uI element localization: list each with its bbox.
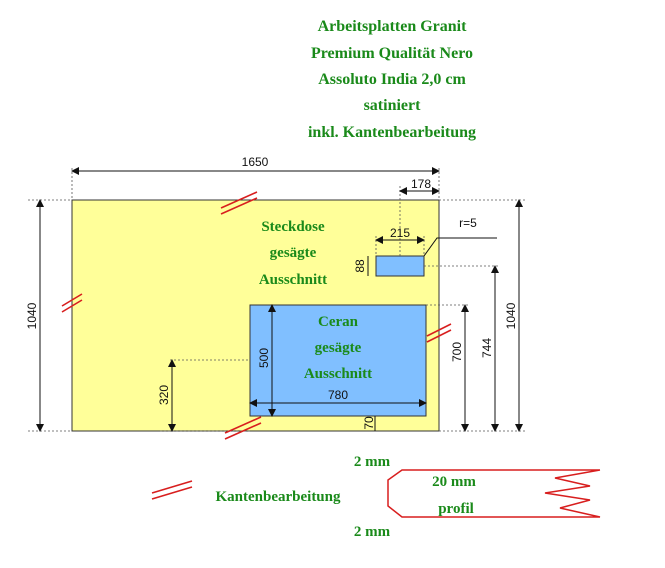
dim-ceran-bottom: 70: [362, 416, 376, 430]
dim-socket-height: 88: [353, 259, 367, 273]
dim-ceran-top: 700: [450, 342, 464, 362]
legend-top-mm: 2 mm: [354, 454, 391, 470]
edge-mark-bottom: [224, 416, 262, 440]
dim-socket-width: 215: [390, 226, 410, 240]
ceran-label-line-3: Ausschnitt: [304, 366, 372, 382]
dim-socket-from-bottom: 744: [480, 338, 494, 358]
socket-cutout: [375, 255, 425, 277]
dim-ceran-height: 500: [257, 348, 271, 368]
ceran-label-line-2: gesägte: [315, 340, 362, 356]
title-line-4: satiniert: [364, 97, 422, 114]
ceran-label: Ceran gesägte Ausschnitt: [304, 314, 372, 382]
legend: Kantenbearbeitung 2 mm 2 mm 20 mm profil: [151, 454, 601, 540]
dim-socket-radius: r=5: [459, 216, 477, 230]
legend-bottom-mm: 2 mm: [354, 524, 391, 540]
edge-mark-left: [61, 293, 83, 313]
legend-edge-label: Kantenbearbeitung: [215, 489, 341, 505]
socket-label-line-2: gesägte: [270, 245, 317, 261]
socket-radius-leader: [423, 237, 497, 257]
profile-line-2: profil: [438, 501, 474, 517]
profile-line-1: 20 mm: [432, 474, 476, 490]
socket-label: Steckdose gesägte Ausschnitt: [259, 219, 327, 288]
socket-label-line-3: Ausschnitt: [259, 272, 327, 288]
title-line-3: Assoluto India 2,0 cm: [318, 71, 466, 88]
dim-socket-offset: 178: [411, 177, 431, 191]
legend-edge-symbol: [151, 480, 193, 500]
edge-mark-right: [426, 323, 452, 343]
edge-finish-marks: [61, 191, 452, 440]
extension-lines: [28, 168, 525, 432]
title-line-5: inkl. Kantenbearbeitung: [308, 124, 476, 141]
ceran-cutout: [249, 304, 427, 417]
dim-height-right: 1040: [504, 302, 518, 329]
title-line-1: Arbeitsplatten Granit: [318, 18, 468, 35]
socket-label-line-1: Steckdose: [261, 219, 325, 235]
dim-ceran-width: 780: [328, 388, 348, 402]
dim-ceran-left: 320: [157, 385, 171, 405]
edge-mark-top: [220, 191, 258, 215]
dim-width: 1650: [242, 155, 269, 169]
dim-height-left: 1040: [25, 302, 39, 329]
profile-outline: [387, 469, 601, 518]
title-line-2: Premium Qualität Nero: [311, 45, 473, 62]
title-block: Arbeitsplatten Granit Premium Qualität N…: [308, 18, 476, 141]
ceran-label-line-1: Ceran: [318, 314, 359, 330]
